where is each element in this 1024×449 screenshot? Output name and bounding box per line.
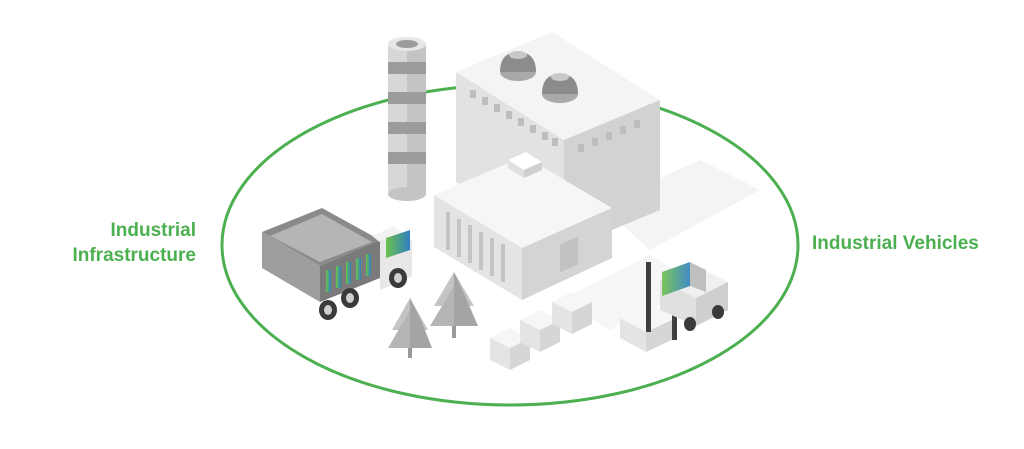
forklift-icon: [620, 262, 728, 352]
chimney-icon: [388, 37, 426, 201]
tree-icon: [430, 272, 478, 338]
industrial-vehicles-label: Industrial Vehicles: [812, 233, 979, 254]
label-line-1: Industrial: [110, 220, 196, 241]
roof-vent-icon: [500, 51, 536, 81]
dump-truck-icon: [262, 208, 412, 320]
crate-stack-icon: [490, 292, 592, 370]
warehouse-building-icon: [434, 152, 612, 300]
label-line-2: Infrastructure: [72, 245, 196, 266]
roof-vent-icon: [542, 73, 578, 103]
tree-icon: [388, 298, 432, 358]
industrial-infrastructure-label: Industrial Infrastructure: [56, 218, 196, 268]
